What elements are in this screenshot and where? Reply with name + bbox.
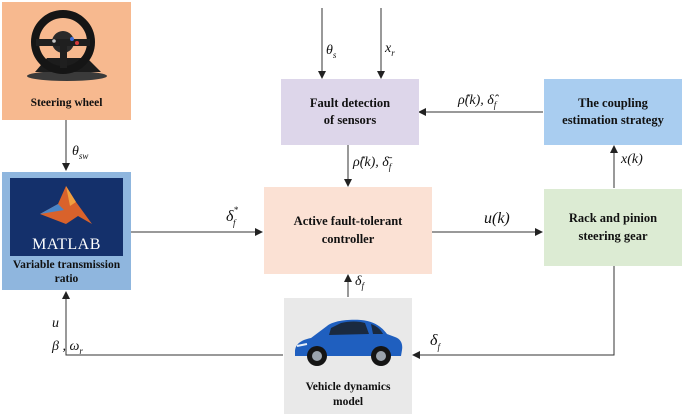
matlab-logo-panel: MATLAB — [10, 178, 123, 256]
signal-beta-omega: β , ωr — [51, 339, 83, 356]
controller-line2: controller — [321, 232, 375, 246]
vehicle-dynamics-line2: model — [332, 396, 364, 408]
rack-pinion-block: Rack and pinion steering gear — [544, 189, 682, 266]
steering-wheel-label: Steering wheel — [30, 97, 103, 109]
steering-wheel-icon — [27, 10, 107, 81]
steering-wheel-block: Steering wheel — [2, 2, 131, 120]
coupling-estimation-line1: The coupling — [578, 96, 648, 110]
vehicle-dynamics-block: Vehicle dynamics model — [284, 298, 412, 414]
signal-delta-f-star: δ*f — [226, 205, 238, 228]
matlab-block: MATLAB Variable transmission ratio — [2, 172, 131, 290]
coupling-estimation-block: The coupling estimation strategy — [544, 79, 682, 145]
connector-rack-to-vehicle — [412, 266, 615, 359]
fault-detection-line2: of sensors — [323, 113, 377, 127]
rack-pinion-line1: Rack and pinion — [568, 211, 658, 225]
signal-u-k: u(k) — [484, 210, 510, 227]
car-icon — [295, 319, 403, 366]
coupling-estimation-line2: estimation strategy — [562, 113, 664, 127]
signal-theta-sw: θsw — [72, 144, 88, 161]
controller-block: Active fault-tolerant controller — [264, 187, 432, 274]
signal-delta-f-to-vehicle: δf — [430, 332, 441, 352]
signal-rho-delta-bar: ρ̂(k), δ̄f — [352, 155, 393, 172]
matlab-logo-text: MATLAB — [32, 236, 101, 253]
signal-u: u — [52, 316, 59, 331]
signal-x-r: xr — [384, 41, 395, 58]
rack-pinion-line2: steering gear — [578, 229, 648, 243]
matlab-label-line2: ratio — [54, 273, 79, 285]
signal-theta-s: θs — [326, 43, 337, 60]
fault-detection-line1: Fault detection — [309, 96, 391, 110]
matlab-label-line1: Variable transmission — [12, 259, 121, 271]
connector-vehicle-to-matlab — [62, 291, 283, 356]
matlab-logo-icon — [40, 186, 92, 224]
signal-x-k: x(k) — [620, 152, 643, 167]
vehicle-dynamics-line1: Vehicle dynamics — [305, 381, 391, 393]
controller-line1: Active fault-tolerant — [293, 214, 403, 228]
signal-delta-f-to-controller: δf — [355, 274, 366, 291]
fault-detection-block: Fault detection of sensors — [281, 79, 419, 145]
signal-rho-delta-hat: ρ̂(k), δ̂f — [457, 93, 500, 110]
